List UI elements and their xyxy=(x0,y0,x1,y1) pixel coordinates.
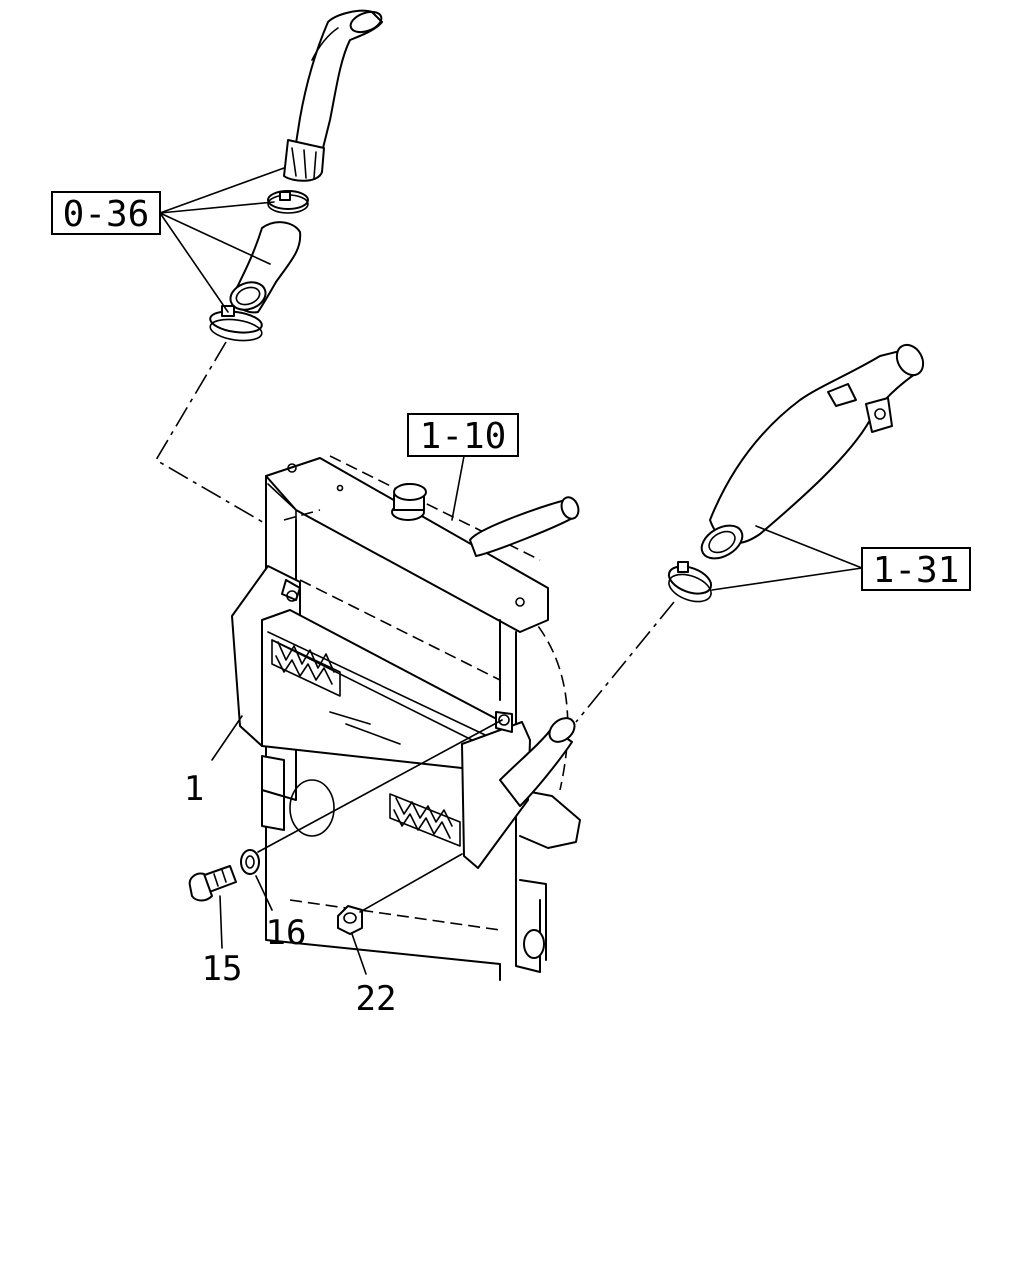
part-15-label: 15 xyxy=(202,949,243,989)
reference-1-10: 1-10 xyxy=(407,413,519,521)
part-22-leader xyxy=(351,933,367,975)
upper-pipe xyxy=(283,9,383,182)
part-1-leader xyxy=(211,715,243,761)
part-16-label: 16 xyxy=(266,913,307,953)
rubber-hose xyxy=(229,221,302,314)
cooling-fins xyxy=(271,639,461,847)
hose-leader-line xyxy=(154,341,267,525)
right-leader-line xyxy=(575,601,675,723)
intercooler xyxy=(231,565,576,869)
part-22-label: 22 xyxy=(356,979,397,1019)
part-16-leader xyxy=(255,875,273,911)
reference-1-10-label: 1-10 xyxy=(420,416,507,457)
reference-1-31: 1-31 xyxy=(711,525,971,591)
reference-0-36-label: 0-36 xyxy=(63,194,150,235)
washer xyxy=(240,849,260,875)
upper-clamp xyxy=(267,190,309,214)
nut xyxy=(337,905,363,935)
nut-leader-line xyxy=(359,853,463,913)
right-clamp xyxy=(667,561,713,603)
bolt xyxy=(188,865,237,902)
washer-leader-line xyxy=(257,719,503,853)
right-pipe xyxy=(700,343,925,560)
part-15-leader xyxy=(219,895,223,949)
reference-0-36: 0-36 xyxy=(51,167,285,313)
reference-1-31-label: 1-31 xyxy=(873,550,960,591)
part-1-label: 1 xyxy=(184,769,204,809)
